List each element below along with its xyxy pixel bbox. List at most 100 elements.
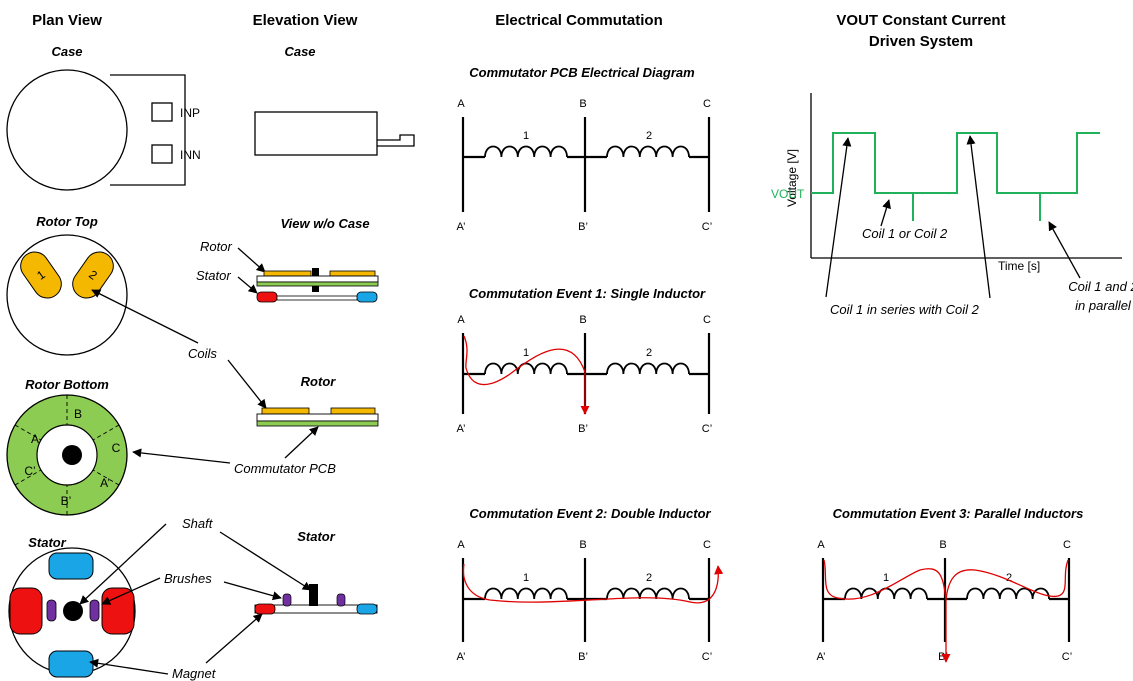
- node-label-c: C: [703, 98, 711, 110]
- inductor-2: [966, 587, 1050, 600]
- rotor-coil-1: [20, 251, 62, 299]
- shaft-top-view: [63, 601, 83, 621]
- ann-series: Coil 1 in series with Coil 2: [830, 302, 980, 317]
- elev-rotor-label: Rotor: [200, 239, 232, 254]
- inductor-1: [484, 145, 568, 158]
- node-label-a: A: [457, 314, 465, 326]
- vout-waveform: [811, 132, 1100, 194]
- inductor-1: [484, 587, 568, 600]
- inn-label: INN: [180, 148, 201, 162]
- circuit-title: Commutation Event 2: Double Inductor: [469, 506, 711, 521]
- node-label-cp: C’: [702, 651, 712, 663]
- elev-stator-title: Stator: [297, 529, 336, 544]
- node-label-n2: 2: [646, 347, 652, 359]
- node-label-a: A: [817, 539, 825, 551]
- seg-a-prime-label: A’: [100, 476, 110, 490]
- node-label-ap: A’: [457, 221, 466, 233]
- vout-header-line1: VOUT Constant Current: [836, 12, 1005, 29]
- vout-ylabel: Voltage [V]: [785, 149, 799, 207]
- node-label-n1: 1: [523, 130, 529, 142]
- plan-case-title: Case: [51, 44, 82, 59]
- node-label-ap: A’: [457, 423, 466, 435]
- current-path-event2: [462, 563, 724, 604]
- node-label-b: B: [579, 539, 586, 551]
- vout-header-line2: Driven System: [869, 33, 973, 50]
- elev-rotor-drawing: [256, 407, 379, 427]
- node-label-a: A: [457, 98, 465, 110]
- elevation-case-drawing: [254, 111, 415, 156]
- node-label-bp: B’: [578, 423, 588, 435]
- seg-b-label: B: [74, 407, 82, 421]
- inductor-1: [844, 587, 928, 600]
- inp-label: INP: [180, 106, 200, 120]
- stator-magnet-blue-top: [48, 552, 94, 580]
- stator-plan-drawing: [8, 547, 136, 678]
- inductor-1: [484, 362, 568, 375]
- view-without-case-title: View w/o Case: [280, 216, 369, 231]
- seg-b-prime-label: B’: [61, 494, 72, 508]
- inductor-2: [606, 362, 690, 375]
- node-label-n1: 1: [523, 572, 529, 584]
- coils-callout: Coils: [188, 346, 217, 361]
- node-label-ap: A’: [457, 651, 466, 663]
- electrical-commutation-header: Electrical Commutation: [495, 12, 663, 29]
- vout-chart: [810, 93, 1122, 259]
- seg-a-label: A: [31, 432, 39, 446]
- ann-coil1-or-coil2: Coil 1 or Coil 2: [862, 226, 948, 241]
- stator-magnet-red-right: [101, 587, 135, 635]
- node-label-cp: C’: [702, 423, 712, 435]
- node-label-a: A: [457, 539, 465, 551]
- node-label-bp: B’: [578, 221, 588, 233]
- elev-rotor-title: Rotor: [301, 374, 337, 389]
- shaft-callout: Shaft: [182, 516, 214, 531]
- circuit-title: Commutation Event 3: Parallel Inductors: [833, 506, 1084, 521]
- rotor-top-title: Rotor Top: [36, 214, 98, 229]
- brushes-callout: Brushes: [164, 571, 212, 586]
- rotor-top-drawing: [6, 234, 128, 356]
- stator-plan-title: Stator: [28, 535, 67, 550]
- node-label-n2: 2: [1006, 572, 1012, 584]
- ann-parallel-line2: in parallel: [1075, 298, 1132, 313]
- node-label-n2: 2: [646, 130, 652, 142]
- brush-left: [46, 599, 57, 622]
- inductor-2: [606, 145, 690, 158]
- elevation-view-header: Elevation View: [253, 12, 358, 29]
- brush-right: [89, 599, 100, 622]
- ann-parallel-line1: Coil 1 and 2: [1068, 279, 1133, 294]
- seg-c-label: C: [112, 441, 121, 455]
- current-path-event3: [823, 559, 1069, 662]
- node-label-n2: 2: [646, 572, 652, 584]
- plan-view-header: Plan View: [32, 12, 102, 29]
- node-label-b: B: [579, 314, 586, 326]
- plan-case-drawing: [6, 69, 186, 191]
- rotor-bottom-drawing: [6, 394, 128, 516]
- magnet-callout: Magnet: [172, 666, 217, 681]
- node-label-b: B: [939, 539, 946, 551]
- node-label-c: C: [703, 539, 711, 551]
- node-label-ap: A’: [817, 651, 826, 663]
- inductor-2: [606, 587, 690, 600]
- node-label-c: C: [1063, 539, 1071, 551]
- rotor-coil-2: [72, 251, 114, 299]
- stator-magnet-blue-bottom: [48, 650, 94, 678]
- node-label-n1: 1: [883, 572, 889, 584]
- node-label-cp: C’: [1062, 651, 1072, 663]
- rotor-bottom-title: Rotor Bottom: [25, 377, 109, 392]
- vout-xlabel: Time [s]: [998, 259, 1040, 273]
- node-label-c: C: [703, 314, 711, 326]
- elev-stator-drawing: [254, 584, 378, 615]
- node-label-cp: C’: [702, 221, 712, 233]
- node-label-bp: B’: [578, 651, 588, 663]
- vout-level-label: VOUT: [771, 187, 805, 201]
- current-path-event1: [463, 335, 590, 415]
- circuit-title: Commutator PCB Electrical Diagram: [469, 65, 695, 80]
- commutator-pcb-callout: Commutator PCB: [234, 461, 336, 476]
- elev-stator-label: Stator: [196, 268, 231, 283]
- node-label-b: B: [579, 98, 586, 110]
- view-without-case-drawing: [256, 268, 379, 303]
- seg-c-prime-label: C’: [24, 464, 35, 478]
